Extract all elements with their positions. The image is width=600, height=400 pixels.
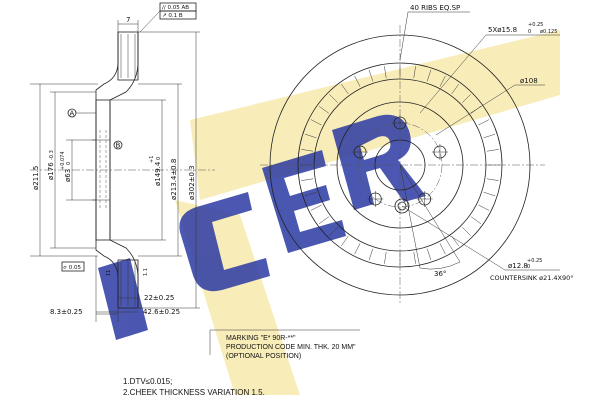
vent-rib <box>486 178 499 181</box>
vent-rib <box>310 204 322 211</box>
holes-extra: ø0.125 <box>540 29 557 35</box>
holes-tol-low: 0 <box>528 29 531 35</box>
dim-22-label: 22±0.25 <box>144 294 174 302</box>
d-149-label: ø149.4 <box>154 161 162 186</box>
thick-frame-a: 11 <box>106 270 112 276</box>
vent-rib <box>329 227 338 236</box>
section-view: 7 ø211.5 ø176 -0.3 ø63 +0.074 0 ø149.4 +… <box>30 16 215 322</box>
vent-rib <box>483 191 496 197</box>
locator-tol-low: 0 <box>527 264 530 270</box>
vent-rib <box>439 243 446 255</box>
d-149-tol-up: +1 <box>149 156 155 163</box>
vent-rib <box>329 94 338 103</box>
vent-rib <box>354 243 361 255</box>
vent-rib <box>354 75 361 87</box>
vent-rib <box>426 248 432 261</box>
vent-rib <box>471 216 482 224</box>
marking-line1: MARKING "E* 90R-**" <box>226 335 296 342</box>
vent-rib <box>486 149 499 152</box>
marking-line3: (OPTIONAL POSITION) <box>226 353 301 360</box>
dim-8-label: 8.3±0.25 <box>50 308 83 316</box>
notes-block: 1.DTV≤0.015; 2.CHEEK THICKNESS VARIATION… <box>123 377 265 397</box>
vent-rib <box>304 191 317 197</box>
datum-a-label: A <box>70 110 75 118</box>
vent-rib <box>478 119 490 126</box>
datum-b-label: B <box>116 142 121 150</box>
flatness-frame: ⌭ 0.05 <box>63 265 81 271</box>
d-302-label: ø302±0.3 <box>188 165 196 200</box>
vent-rib <box>483 133 496 139</box>
vent-rib <box>368 248 374 261</box>
d-176-tol: -0.3 <box>49 150 55 160</box>
vent-rib <box>301 178 314 181</box>
vent-rib <box>301 149 314 152</box>
vent-rib <box>413 251 416 264</box>
locator-tol: +0.25 <box>527 258 542 264</box>
d-63-tol: +0.074 <box>60 151 66 170</box>
angle-label: 36° <box>434 270 446 278</box>
vent-rib <box>413 66 416 79</box>
runout-frame: ↗ 0.1 B <box>162 13 183 19</box>
pcd-label: ø108 <box>520 77 538 85</box>
d-149-tol-low: 0 <box>156 157 162 160</box>
vent-rib <box>478 204 490 211</box>
width-top-label: 7 <box>126 16 130 24</box>
vent-rib <box>318 216 329 224</box>
ribs-label: 40 RIBS EQ.SP <box>410 4 460 12</box>
note-line1: 1.DTV≤0.015; <box>123 377 172 386</box>
vent-rib <box>341 83 349 94</box>
vent-rib <box>368 69 374 82</box>
countersink-label: COUNTERSINK ø21.4X90° <box>490 274 574 282</box>
holes-tol: +0.25 <box>528 22 543 28</box>
d-63-label: ø63 <box>64 169 72 182</box>
vent-rib <box>462 94 471 103</box>
locator-label: ø12.8 <box>508 262 528 270</box>
icer-watermark <box>98 30 560 395</box>
vent-rib <box>426 69 432 82</box>
parallel-frame: // 0.05 AB <box>162 5 189 11</box>
vent-rib <box>384 251 387 264</box>
vent-rib <box>341 236 349 247</box>
thick-frame-b: 1.1 <box>143 268 149 276</box>
d-176-label: ø176 <box>47 162 55 180</box>
d-63-tol-low: 0 <box>66 162 72 165</box>
vent-rib <box>384 66 387 79</box>
bolt-holes <box>352 115 448 207</box>
vent-ribs <box>300 65 500 265</box>
marking-block: MARKING "E* 90R-**" PRODUCTION CODE MIN.… <box>209 329 360 360</box>
front-view: 40 RIBS EQ.SP 5Xø15.8 +0.25 0 ø0.125 ø10… <box>260 4 574 305</box>
tolerance-frames: // 0.05 AB ↗ 0.1 B <box>139 2 197 33</box>
marking-line2: PRODUCTION CODE MIN. THK. 20 MM" <box>226 344 356 351</box>
note-line2: 2.CHEEK THICKNESS VARIATION 1.5. <box>123 388 265 397</box>
dim-42-label: 42.6±0.25 <box>143 308 180 316</box>
vent-rib <box>439 75 446 87</box>
vent-rib <box>451 83 459 94</box>
holes-label: 5Xø15.8 <box>488 26 517 34</box>
vent-rib <box>462 227 471 236</box>
vent-rib <box>310 119 322 126</box>
vent-rib <box>318 106 329 114</box>
d-outer-label: ø211.5 <box>32 166 40 190</box>
d-213-label: ø213.4±0.8 <box>170 159 178 200</box>
vent-rib <box>304 133 317 139</box>
